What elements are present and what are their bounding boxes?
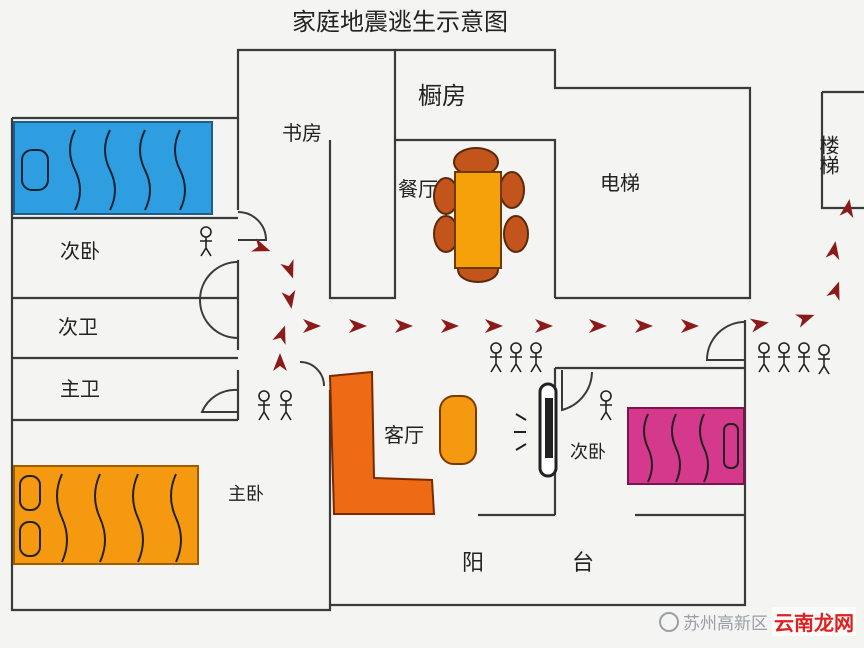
room-label-bedroom-left: 次卧 [60, 239, 100, 263]
route-chevron [281, 289, 296, 309]
person-figure [510, 342, 522, 373]
room-label-kitchen: 橱房 [418, 82, 466, 110]
person-figure [818, 344, 830, 375]
escape-route [258, 210, 848, 360]
person-figure [600, 390, 612, 421]
person-figure [798, 342, 810, 373]
route-chevron [272, 325, 286, 345]
door-main [705, 321, 746, 361]
tv-cabinet [514, 382, 558, 478]
dining-table [433, 147, 529, 283]
person-figure [258, 390, 270, 421]
person-figure [758, 342, 770, 373]
route-chevron [395, 319, 413, 333]
route-chevron [826, 281, 840, 301]
watermark-brand: 云南龙网 [772, 607, 856, 636]
diagram-title: 家庭地震逃生示意图 [292, 8, 508, 36]
watermark-logo-icon [659, 611, 679, 632]
room-label-master-bath: 主卫 [60, 377, 100, 401]
route-chevron [825, 241, 840, 261]
route-chevron [681, 319, 699, 333]
door-study [237, 211, 268, 241]
route-chevron [795, 314, 815, 328]
room-label-dining: 餐厅 [398, 177, 438, 201]
route-chevron [589, 319, 607, 333]
door-right-bedroom [561, 370, 593, 412]
route-chevron [441, 319, 459, 333]
door-bath-second [199, 299, 239, 339]
door-bath-master [200, 388, 239, 413]
room-label-elevator: 电梯 [600, 171, 640, 195]
route-chevron [485, 319, 503, 333]
bed-blue [13, 121, 213, 215]
watermark: 苏州高新区 云南龙网 [659, 607, 856, 636]
room-label-balcony-b: 台 [572, 551, 594, 576]
room-label-master-bedroom: 主卧 [228, 484, 264, 505]
wall-study-east [328, 140, 397, 300]
room-label-bedroom-right: 次卧 [570, 442, 606, 463]
wall-kitchen-elevator [395, 48, 752, 300]
doors [199, 211, 746, 413]
room-label-balcony-a: 阳 [462, 551, 484, 576]
watermark-source: 苏州高新区 [683, 614, 768, 634]
route-chevron [635, 319, 653, 333]
person-figure [530, 342, 542, 373]
wall-outer-south [10, 118, 747, 612]
route-chevron [280, 259, 294, 279]
route-chevron [349, 319, 367, 333]
bed-pink [627, 407, 745, 485]
route-chevron [251, 238, 271, 252]
bed-orange [13, 465, 199, 565]
route-chevrons [251, 199, 854, 371]
person-figure [778, 342, 790, 373]
person-figure [280, 390, 292, 421]
route-chevron [749, 318, 769, 333]
route-chevron [273, 353, 287, 371]
route-chevron [839, 199, 854, 219]
door-bedroom-left [199, 261, 239, 301]
room-label-stairs: 楼梯 [816, 135, 840, 175]
room-label-living: 客厅 [384, 423, 424, 447]
person-figure [490, 342, 502, 373]
person-figure [200, 226, 212, 257]
route-chevron [303, 319, 321, 333]
door-master-bedroom [299, 361, 325, 387]
route-chevron [535, 319, 553, 333]
room-label-study: 书房 [282, 121, 322, 145]
sofa [328, 370, 477, 515]
people [200, 226, 830, 421]
room-label-second-bath: 次卫 [58, 315, 98, 339]
